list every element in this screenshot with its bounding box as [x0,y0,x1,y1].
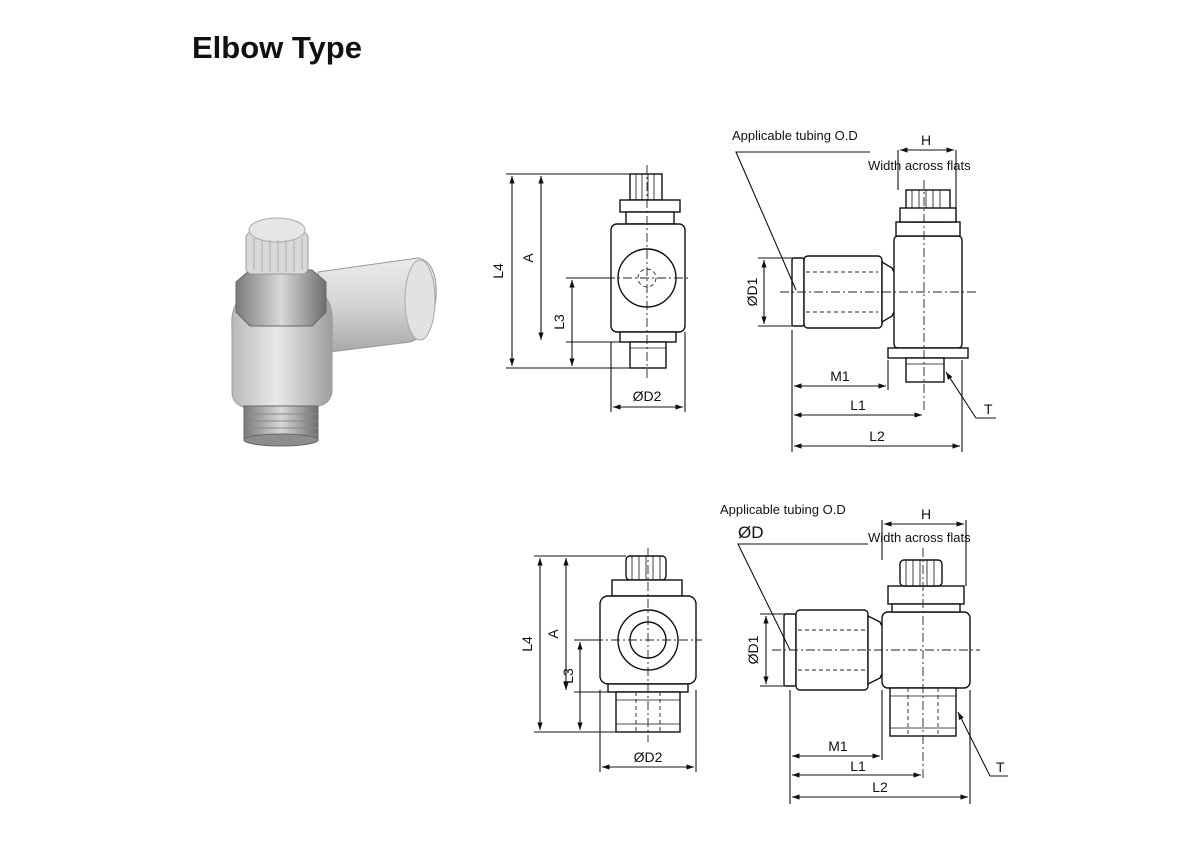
tubing-od-symbol: ØD [738,523,764,542]
width-across-flats-label-2: Width across flats [868,530,971,545]
dim-L1-label: L1 [850,397,866,413]
dim-T-label-2: T [996,759,1005,775]
diagram-1-front-view: L4 A L3 ØD2 [490,165,690,412]
dim-D2-label-2: ØD2 [634,749,663,765]
tubing-od-label: Applicable tubing O.D [732,128,858,143]
dim-L4-label: L4 [490,263,506,279]
diagram-2-front-view: L4 A L3 ØD2 [519,548,702,772]
dim-L2-label-2: L2 [872,779,888,795]
dim-D1-label: ØD1 [744,277,760,306]
dim-M1-label-2: M1 [828,738,848,754]
dim-L3-label-2: L3 [560,668,576,684]
dim-L2-label: L2 [869,428,885,444]
diagram-1-side-view: Applicable tubing O.D H Width across fla… [732,128,996,452]
dim-T-label: T [984,401,993,417]
tubing-od-label-2: Applicable tubing O.D [720,502,846,517]
dim-D1-label-2: ØD1 [745,635,761,664]
dim-H-label-2: H [921,506,931,522]
width-across-flats-label: Width across flats [868,158,971,173]
dim-L4-label-2: L4 [519,636,535,652]
page-title: Elbow Type [192,30,362,65]
dim-M1-label: M1 [830,368,850,384]
dim-D2-label: ØD2 [633,388,662,404]
dim-A-label-2: A [545,629,561,639]
dim-H-label: H [921,132,931,148]
dim-L3-label: L3 [551,314,567,330]
diagram-2-side-view: Applicable tubing O.D ØD H Width across … [720,502,1008,804]
dim-L1-label-2: L1 [850,758,866,774]
dim-A-label: A [520,253,536,263]
elbow-fitting-photo [231,217,437,447]
